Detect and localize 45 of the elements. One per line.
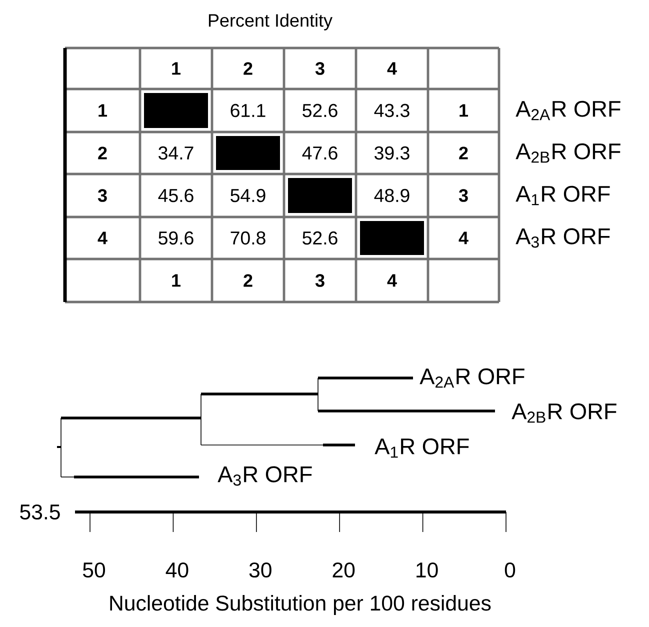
row-header: 2 — [459, 146, 468, 160]
row-header: 3 — [98, 189, 107, 202]
tick-label: 0 — [504, 562, 516, 578]
column-header: 3 — [315, 274, 324, 287]
column-header: 3 — [315, 62, 324, 75]
identity-value: 52.6 — [302, 104, 338, 118]
identity-value: 59.6 — [158, 231, 194, 245]
tick-label: 40 — [166, 562, 188, 578]
identity-value: 47.6 — [302, 146, 338, 160]
identity-value: 52.6 — [302, 231, 338, 245]
leaf-label: A$_{3}$R ORF — [218, 466, 312, 486]
column-header: 1 — [172, 62, 181, 75]
identity-value: 70.8 — [230, 231, 266, 245]
row-header: 3 — [458, 189, 468, 202]
row-header: 4 — [98, 232, 108, 244]
column-header: 1 — [172, 274, 181, 287]
identity-value: 43.3 — [374, 104, 410, 118]
scale-value: 53.5 — [20, 504, 60, 520]
leaf-label: A$_{2B}$R ORF — [512, 403, 616, 423]
receptor-label: A$_{2B}$R ORF — [516, 143, 620, 163]
identity-value: 34.7 — [158, 146, 194, 160]
tick-label: 20 — [332, 562, 355, 578]
column-header: 2 — [244, 274, 252, 287]
column-header: 2 — [244, 62, 252, 75]
row-header: 2 — [98, 146, 107, 160]
receptor-label: A$_{1}$R ORF — [516, 186, 610, 206]
tick-label: 10 — [416, 562, 438, 578]
row-header: 4 — [458, 232, 468, 244]
row-header: 1 — [460, 104, 468, 117]
identity-value: 39.3 — [374, 146, 410, 160]
identity-value: 61.1 — [230, 104, 266, 118]
receptor-label: A$_{2A}$R ORF — [516, 100, 620, 120]
identity-value: 54.9 — [230, 188, 266, 202]
chart-title: Percent Identity — [208, 14, 332, 30]
tick-label: 30 — [249, 562, 272, 578]
identity-value: 48.9 — [374, 188, 410, 202]
identity-value: 45.6 — [158, 188, 194, 202]
receptor-label: A$_{3}$R ORF — [516, 228, 610, 248]
column-header: 4 — [387, 274, 397, 287]
leaf-label: A$_{1}$R ORF — [374, 438, 469, 458]
column-header: 4 — [387, 62, 397, 75]
tick-label: 50 — [83, 562, 106, 578]
axis-title: Nucleotide Substitution per 100 residues — [110, 595, 491, 615]
row-header: 1 — [98, 104, 108, 117]
leaf-label: A$_{2A}$R ORF — [420, 368, 524, 388]
